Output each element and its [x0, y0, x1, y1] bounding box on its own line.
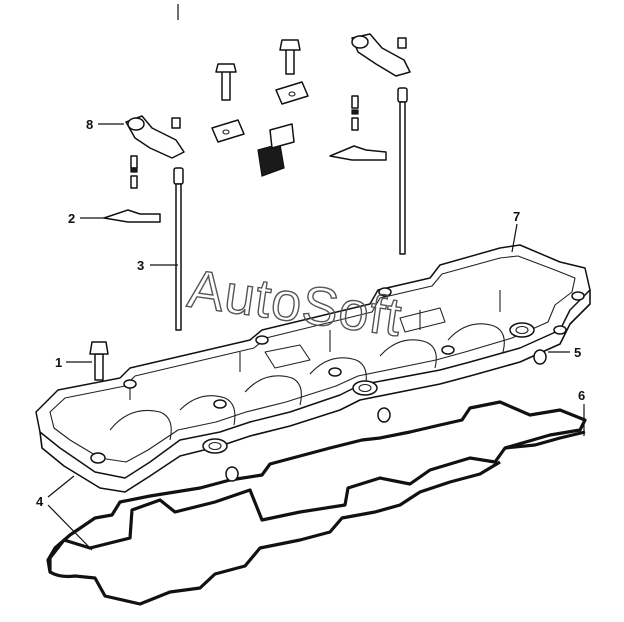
rocker-arm-right [329, 33, 411, 161]
pushrods [173, 87, 408, 331]
cover-bolt [89, 341, 109, 381]
callout-labels: 1 2 3 4 5 6 7 8 [36, 117, 585, 509]
callout-6: 6 [578, 388, 585, 403]
callout-2: 2 [68, 211, 75, 226]
callout-7: 7 [513, 209, 520, 224]
rocker-shaft-parts [211, 39, 309, 177]
grommets [225, 349, 547, 482]
callout-5: 5 [574, 345, 581, 360]
callout-8: 8 [86, 117, 93, 132]
valve-cover [35, 244, 591, 493]
leader-lines [47, 4, 585, 551]
gasket [46, 400, 587, 606]
callout-4: 4 [36, 494, 44, 509]
callout-3: 3 [137, 258, 144, 273]
rocker-arm-left [103, 115, 185, 223]
callout-1: 1 [55, 355, 62, 370]
